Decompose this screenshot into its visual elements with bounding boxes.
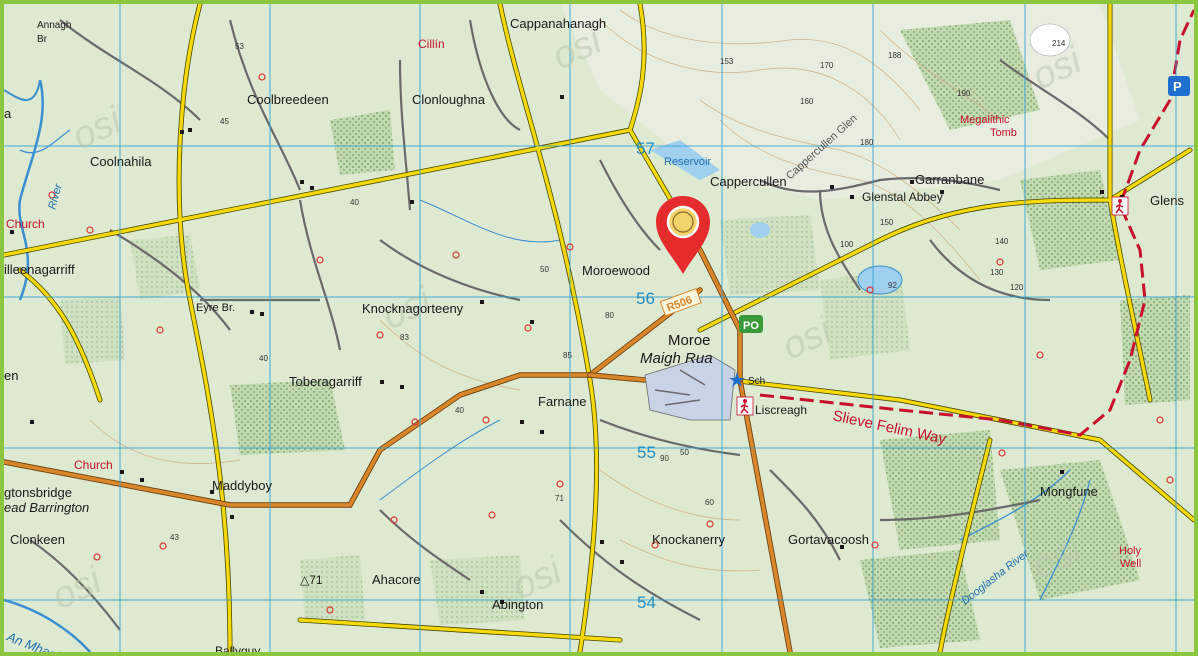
svg-text:50: 50	[540, 265, 549, 274]
svg-text:130: 130	[990, 268, 1004, 277]
label-a: a	[4, 106, 12, 121]
label-glens: Glens	[1150, 193, 1184, 208]
parking-marker[interactable]: P	[1168, 76, 1190, 96]
grid-lines	[4, 4, 1194, 652]
svg-text:190: 190	[957, 89, 971, 98]
spot-heights: 53 45 40 83 40 40 85 80 50 43 71 60 50 170 180 188…	[170, 39, 1066, 542]
svg-text:40: 40	[455, 406, 464, 415]
svg-text:170: 170	[820, 61, 834, 70]
label-liscreagh: Liscreagh	[755, 403, 807, 417]
label-church-2: Church	[74, 458, 113, 472]
svg-text:PO: PO	[743, 320, 759, 332]
label-tomb: Tomb	[990, 127, 1017, 139]
walker-icon	[736, 396, 754, 416]
svg-text:180: 180	[860, 138, 874, 147]
label-annagh: Annagh	[37, 20, 71, 31]
label-knocknagorteeny: Knocknagorteeny	[362, 301, 464, 316]
svg-text:140: 140	[995, 237, 1009, 246]
svg-text:P: P	[1173, 79, 1182, 94]
label-illeenagarriff: illeenagarriff	[4, 262, 75, 277]
moroe-town	[644, 354, 736, 421]
svg-text:85: 85	[563, 351, 572, 360]
svg-text:214: 214	[1052, 39, 1066, 48]
label-knockanerry: Knockanerry	[652, 532, 725, 547]
label-coolbreedeen: Coolbreedeen	[247, 92, 329, 107]
label-annagh-br: Br	[37, 34, 48, 45]
label-reservoir: Reservoir	[664, 156, 711, 168]
label-gtonsbridge: gtonsbridge	[4, 485, 72, 500]
label-coolnahila: Coolnahila	[90, 154, 152, 169]
label-glenstal-abbey: Glenstal Abbey	[862, 190, 943, 204]
svg-text:45: 45	[220, 117, 229, 126]
label-en: en	[4, 368, 18, 383]
label-maddyboy: Maddyboy	[212, 478, 272, 493]
label-church-1: Church	[6, 217, 45, 231]
svg-text:40: 40	[259, 354, 268, 363]
svg-text:80: 80	[605, 311, 614, 320]
svg-text:188: 188	[888, 51, 902, 60]
grid-number-57: 57	[636, 139, 655, 158]
grid-number-54: 54	[637, 593, 656, 612]
svg-text:92: 92	[888, 281, 897, 290]
label-abington: Abington	[492, 597, 543, 612]
label-cappercullen: Cappercullen	[710, 174, 787, 189]
label-ballyguy: Ballyguy	[215, 644, 260, 652]
antiquity-sites	[48, 73, 1174, 614]
label-farnane: Farnane	[538, 394, 586, 409]
svg-text:150: 150	[880, 218, 894, 227]
label-clonkeen: Clonkeen	[10, 532, 65, 547]
svg-text:53: 53	[235, 42, 244, 51]
post-office-marker[interactable]: PO	[739, 315, 763, 333]
map-pin-icon[interactable]	[656, 196, 710, 274]
label-garranbane: Garranbane	[915, 172, 984, 187]
grid-number-55: 55	[637, 443, 656, 462]
label-toberagarriff: Toberagarriff	[289, 374, 362, 389]
label-cappanahanagh: Cappanahanagh	[510, 16, 606, 31]
svg-text:160: 160	[800, 97, 814, 106]
svg-text:153: 153	[720, 57, 734, 66]
slieve-felim-way-trail	[759, 9, 1194, 437]
minor-roads	[29, 19, 1111, 631]
contour-lines	[89, 9, 1001, 572]
svg-text:100: 100	[840, 240, 854, 249]
label-well: Well	[1120, 558, 1141, 570]
topographic-map[interactable]: osi osi osi osi osi osi osi osi Annagh B…	[4, 4, 1194, 652]
label-gortavacoosh: Gortavacoosh	[788, 532, 869, 547]
label-sch: Sch	[748, 376, 765, 387]
svg-text:90: 90	[660, 454, 669, 463]
label-maigh-rua: Maigh Rua	[640, 350, 713, 367]
svg-text:60: 60	[705, 498, 714, 507]
grid-number-56: 56	[636, 289, 655, 308]
svg-text:71: 71	[555, 494, 564, 503]
label-ead-barrington: ead Barrington	[4, 500, 89, 515]
label-ahacore: Ahacore	[372, 572, 420, 587]
svg-text:120: 120	[1010, 283, 1024, 292]
label-mongfune: Mongfune	[1040, 484, 1098, 499]
label-triangulation-71: △71	[300, 573, 323, 587]
svg-text:83: 83	[400, 333, 409, 342]
svg-text:50: 50	[680, 448, 689, 457]
label-moroewood: Moroewood	[582, 263, 650, 278]
school-star-icon	[729, 372, 745, 387]
label-cillin: Cillín	[418, 37, 445, 51]
label-moroe: Moroe	[668, 332, 711, 349]
svg-text:40: 40	[350, 198, 359, 207]
label-clonloughna: Clonloughna	[412, 92, 486, 107]
label-megalithic: Megalithic	[960, 114, 1010, 126]
label-eyre-br: Eyre Br.	[196, 302, 235, 314]
svg-text:43: 43	[170, 533, 179, 542]
walker-icon-2	[1111, 196, 1129, 216]
label-holy: Holy	[1119, 545, 1142, 557]
